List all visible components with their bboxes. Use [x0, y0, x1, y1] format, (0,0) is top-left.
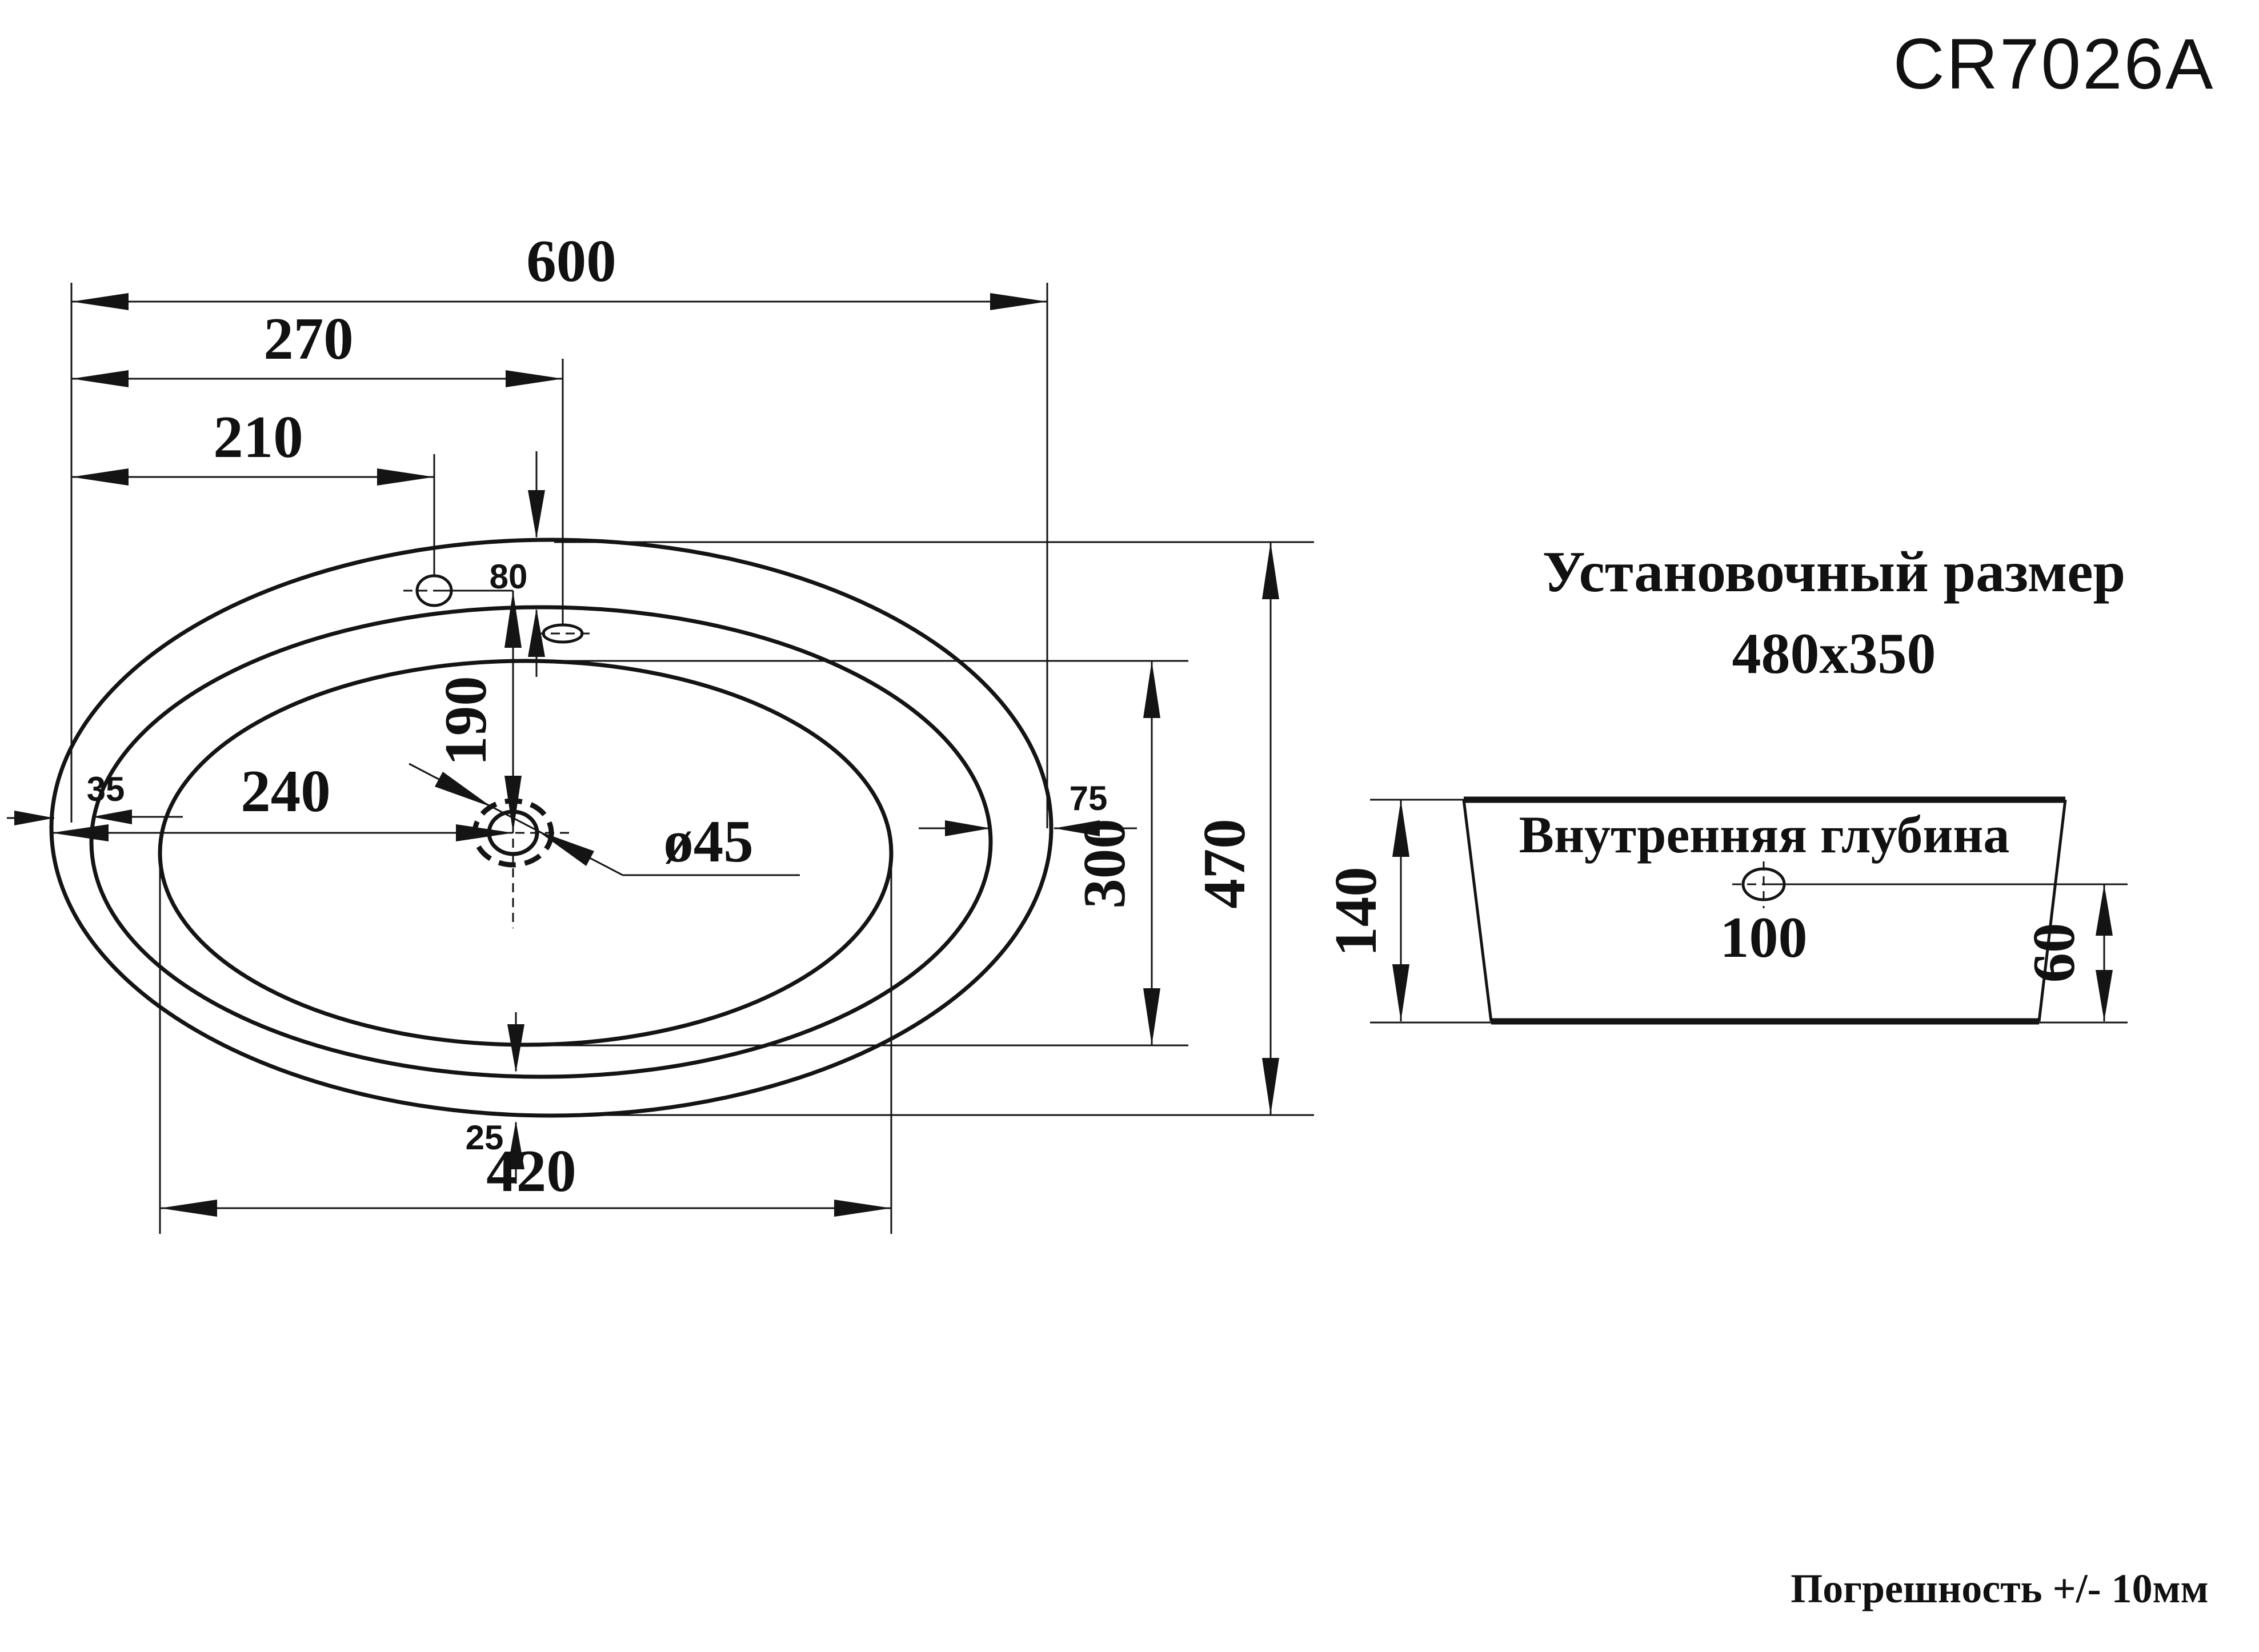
arrow-left: [71, 293, 129, 310]
dim-side-height: 140: [1322, 800, 1409, 1021]
dim-label-470: 470: [1191, 819, 1257, 909]
arrow-down: [507, 1024, 524, 1073]
arrow-right: [945, 820, 991, 836]
dim-bowl-width: 420: [159, 860, 892, 1234]
dim-drain-diameter: ø45: [408, 763, 800, 876]
arrow-up: [528, 608, 545, 657]
inner-bowl-ellipse: [158, 659, 894, 1047]
model-number: CR7026A: [1893, 25, 2215, 104]
inner-depth-label: Внутренняя глубина: [1519, 805, 2010, 864]
dim-back-rim-gap: 80: [490, 451, 545, 677]
dim-label-25: 25: [466, 1118, 504, 1157]
dim-width-overall: 600: [70, 227, 1048, 828]
side-right-wall: [2037, 799, 2067, 1022]
dim-label-35: 35: [87, 770, 125, 808]
dim-bowl-height: 300: [531, 660, 1188, 1046]
dim-bottom-rim-gap: 25: [466, 1012, 524, 1184]
dim-label-60: 60: [2020, 923, 2087, 983]
dim-label-75: 75: [1070, 779, 1108, 817]
arrow-up: [504, 591, 522, 648]
arrow-right: [377, 468, 434, 486]
arrow-left: [71, 468, 129, 486]
dim-label-100: 100: [1720, 905, 1808, 970]
arrow-right: [506, 370, 563, 387]
arrow-down: [2096, 970, 2113, 1021]
arrow-left: [71, 370, 129, 387]
arrow-diagonal-lower: [537, 831, 594, 866]
arrow-up: [2096, 884, 2113, 936]
arrow-diagonal-upper: [435, 772, 492, 807]
dim-right-rim-gap: 75: [919, 779, 1137, 836]
dim-overflow-offset: 270: [71, 305, 564, 624]
arrow-left: [160, 1200, 217, 1217]
dim-drain-height: 60: [2020, 884, 2113, 1021]
dim-faucet-offset: 210: [71, 403, 435, 575]
arrow-up: [1392, 800, 1409, 857]
arrow-left: [51, 824, 109, 841]
sheet-annotations: CR7026A Установочный размер 480x350 Погр…: [1543, 25, 2215, 1611]
dim-left-rim-gap: 35: [7, 770, 183, 825]
arrow-down: [1143, 988, 1160, 1045]
side-drain-hole: [1732, 861, 2128, 908]
arrow-down: [1262, 1058, 1279, 1115]
overflow-hole-oval: [542, 623, 584, 644]
dim-label-300: 300: [1071, 819, 1137, 909]
dim-label-420: 420: [486, 1137, 576, 1204]
installation-size-value: 480x350: [1732, 621, 1936, 686]
dim-faucet-to-drain: 190: [432, 590, 522, 833]
dim-label-80: 80: [490, 558, 528, 596]
arrow-right: [14, 811, 54, 825]
arrow-up: [1143, 661, 1160, 718]
installation-size-label: Установочный размер: [1543, 540, 2125, 604]
side-view: Внутренняя глубина 100 140 60: [1322, 796, 2128, 1025]
overflow-hole: [536, 623, 590, 644]
dim-label-diameter-45: ø45: [663, 808, 754, 875]
dim-label-240: 240: [241, 757, 331, 824]
middle-rim-ellipse: [89, 605, 993, 1079]
arrow-down: [504, 776, 522, 833]
outer-rim-ellipse: [49, 538, 1054, 1118]
arrow-right: [990, 293, 1047, 310]
dim-label-190: 190: [432, 676, 499, 766]
arrow-up: [507, 1121, 524, 1169]
arrow-down: [1392, 964, 1409, 1021]
arrow-up: [1262, 542, 1279, 599]
arrow-right: [834, 1200, 891, 1217]
dim-label-210: 210: [213, 403, 303, 470]
arrow-right: [456, 824, 513, 841]
dim-height-overall: 470: [554, 541, 1314, 1116]
side-left-wall: [1462, 799, 1493, 1022]
drain-hole: [472, 798, 571, 928]
tolerance-note: Погрешность +/- 10мм: [1791, 1566, 2208, 1611]
dim-label-140: 140: [1322, 867, 1389, 957]
top-view: 600 270 210 80: [7, 227, 1314, 1234]
dim-label-270: 270: [263, 305, 354, 372]
dim-drain-offset: 240: [51, 757, 513, 841]
dim-label-600: 600: [526, 227, 616, 294]
arrow-down: [528, 490, 545, 539]
